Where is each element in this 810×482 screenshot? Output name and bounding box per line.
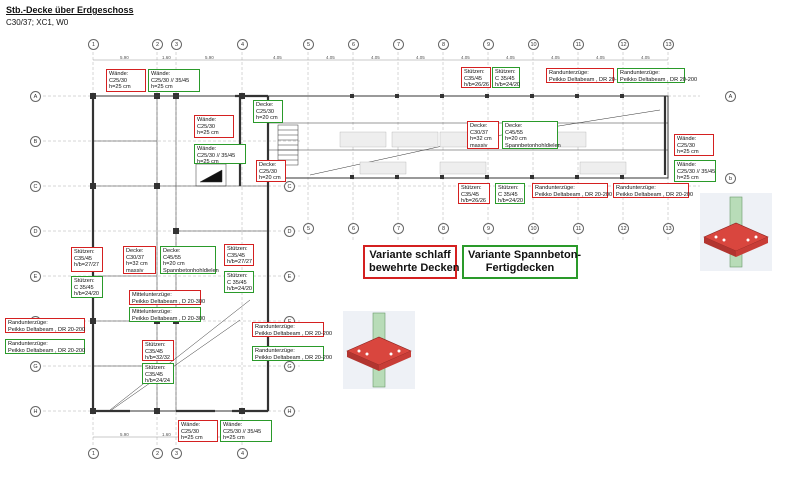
axis-bubble-mid-11: 11 [573, 223, 584, 234]
axis-bubble-mid-13: 13 [663, 223, 674, 234]
axis-bubble-top-11: 11 [573, 39, 584, 50]
dimension-label: 4.05 [326, 55, 335, 60]
axis-bubble-left-E: E [30, 271, 41, 282]
dimension-label: 5.90 [205, 55, 214, 60]
annotation-columns-green: Stützen: C 35/45 h/b=24/20 [71, 276, 103, 298]
annotation-edge-beam-red: Randunterzüge: Peikko Deltabeam , DR 20-… [5, 318, 85, 333]
axis-bubble-mid-6: 6 [348, 223, 359, 234]
axis-bubble-mid-8: 8 [438, 223, 449, 234]
annotation-columns-red: Stützen: C35/45 h/b=32/32 [142, 340, 174, 361]
dimension-label: 4.05 [506, 55, 515, 60]
annotation-edge-beam-red: Randunterzüge: Peikko Deltabeam , DR 20-… [532, 183, 612, 198]
axis-bubble-top-1: 1 [88, 39, 99, 50]
annotation-slab-red: Decke: C30/37 h=32 cm massiv [123, 246, 156, 274]
annotation-edge-beam-red: Randunterzüge: Peikko Deltabeam , DR 20-… [546, 68, 626, 83]
axis-bubble-mid-12: 12 [618, 223, 629, 234]
dimension-label: 5.90 [120, 55, 129, 60]
annotation-columns-red: Stützen: C35/45 h/b=27/27 [224, 244, 254, 266]
annotation-slab-red: Decke: C25/30 h=20 cm [256, 160, 286, 182]
annotation-slab-green: Decke: C25/30 h=20 cm [253, 100, 283, 123]
annotation-edge-beam-green: Randunterzüge: Peikko Deltabeam , DR 20-… [252, 346, 332, 361]
annotation-slab-green: Decke: C45/55 h=20 cm Spannbetonhohldiel… [160, 246, 219, 274]
dimension-label: 4.05 [273, 55, 282, 60]
axis-bubble-top-10: 10 [528, 39, 539, 50]
annotation-walls-red: Wände: C25/30 h=25 cm [178, 420, 218, 442]
axis-bubble-bottom-3: 3 [171, 448, 182, 459]
page-title: Stb.-Decke über Erdgeschoss [6, 5, 134, 15]
axis-bubble-mid-7: 7 [393, 223, 404, 234]
legend-variant-prestressed: Variante Spannbeton- Fertigdecken [462, 245, 581, 279]
axis-bubble-top-3: 3 [171, 39, 182, 50]
annotation-walls-green: Wände: C25/30 // 35/45 h=25 cm [674, 160, 716, 182]
axis-bubble-mid-9: 9 [483, 223, 494, 234]
axis-bubble-right-b: b [725, 173, 736, 184]
dimension-label: 4.05 [551, 55, 560, 60]
axis-bubble-bottom-4: 4 [237, 448, 248, 459]
axis-bubble-left-A: A [30, 91, 41, 102]
dimension-label: 4.05 [596, 55, 605, 60]
annotation-columns-red: Stützen: C35/45 h/b=27/27 [71, 247, 103, 272]
axis-bubble-top-13: 13 [663, 39, 674, 50]
axis-bubble-top-5: 5 [303, 39, 314, 50]
page-subtitle: C30/37; XC1, W0 [6, 18, 69, 27]
axis-bubble-left-C: C [30, 181, 41, 192]
axis-bubble-left-H: H [30, 406, 41, 417]
annotation-edge-beam-red: Randunterzüge: Peikko Deltabeam , DR 20-… [613, 183, 693, 198]
dimension-label: 4.05 [641, 55, 650, 60]
annotation-columns-green: Stützen: C35/45 h/b=24/24 [142, 363, 174, 384]
deltabeam-column-detail-image [700, 193, 772, 271]
annotation-columns-red: Stützen: C35/45 h/b=26/26 [461, 67, 491, 88]
axis-bubble-mid-5: 5 [303, 223, 314, 234]
axis-bubble-right-A: A [725, 91, 736, 102]
annotation-slab-green: Decke: C45/55 h=20 cm Spannbetonhohldiel… [502, 121, 561, 149]
legend-variant-reinforced: Variante schlaff bewehrte Decken [363, 245, 459, 279]
annotation-columns-green: Stützen: C 35/45 h/b=24/20 [492, 67, 520, 88]
axis-bubble-top-2: 2 [152, 39, 163, 50]
annotation-walls-green: Wände: C25/30 // 35/45 h=25 cm [220, 420, 272, 442]
dimension-label: 4.05 [416, 55, 425, 60]
annotation-edge-beam-green: Randunterzüge: Peikko Deltabeam , DR 20-… [617, 68, 697, 83]
axis-bubble-inner-G: G [284, 361, 295, 372]
annotation-walls-red: Wände: C25/30 h=25 cm [674, 134, 714, 156]
annotation-mid-beam-green: Mittelunterzüge: Peikko Deltabeam , D 20… [129, 307, 205, 322]
dimension-label: 4.05 [461, 55, 470, 60]
annotation-mid-beam-red: Mittelunterzüge: Peikko Deltabeam , D 20… [129, 290, 205, 305]
axis-bubble-inner-E: E [284, 271, 295, 282]
annotation-columns-red: Stützen: C35/45 h/b=26/26 [458, 183, 490, 204]
axis-bubble-left-B: B [30, 136, 41, 147]
axis-bubble-inner-D: D [284, 226, 295, 237]
axis-bubble-inner-C: C [284, 181, 295, 192]
annotation-columns-green: Stützen: C 35/45 h/b=24/20 [495, 183, 525, 204]
annotation-walls-green: Wände: C25/30 // 35/45 h=25 cm [148, 69, 200, 92]
axis-bubble-left-D: D [30, 226, 41, 237]
axis-bubble-top-4: 4 [237, 39, 248, 50]
annotation-walls-red: Wände: C25/30 h=25 cm [106, 69, 146, 92]
axis-bubble-left-G: G [30, 361, 41, 372]
axis-bubble-bottom-1: 1 [88, 448, 99, 459]
axis-bubble-mid-10: 10 [528, 223, 539, 234]
dimension-label: 1.60 [162, 55, 171, 60]
deltabeam-column-detail-image [343, 311, 415, 389]
axis-bubble-bottom-2: 2 [152, 448, 163, 459]
annotation-slab-red: Decke: C30/37 h=32 cm massiv [467, 121, 499, 149]
annotation-columns-green: Stützen: C 35/45 h/b=24/20 [224, 271, 254, 293]
dimension-label: 5.90 [120, 432, 129, 437]
axis-bubble-top-6: 6 [348, 39, 359, 50]
annotation-walls-red: Wände: C25/30 h=25 cm [194, 115, 234, 138]
axis-bubble-top-7: 7 [393, 39, 404, 50]
dimension-label: 4.05 [371, 55, 380, 60]
axis-bubble-inner-H: H [284, 406, 295, 417]
dimension-label: 1.60 [162, 432, 171, 437]
annotation-edge-beam-red: Randunterzüge: Peikko Deltabeam , DR 20-… [252, 322, 332, 337]
axis-bubble-top-12: 12 [618, 39, 629, 50]
axis-bubble-top-8: 8 [438, 39, 449, 50]
annotation-walls-green: Wände: C25/30 // 35/45 h=25 cm [194, 144, 246, 165]
annotation-edge-beam-green: Randunterzüge: Peikko Deltabeam , DR 20-… [5, 339, 85, 354]
axis-bubble-top-9: 9 [483, 39, 494, 50]
